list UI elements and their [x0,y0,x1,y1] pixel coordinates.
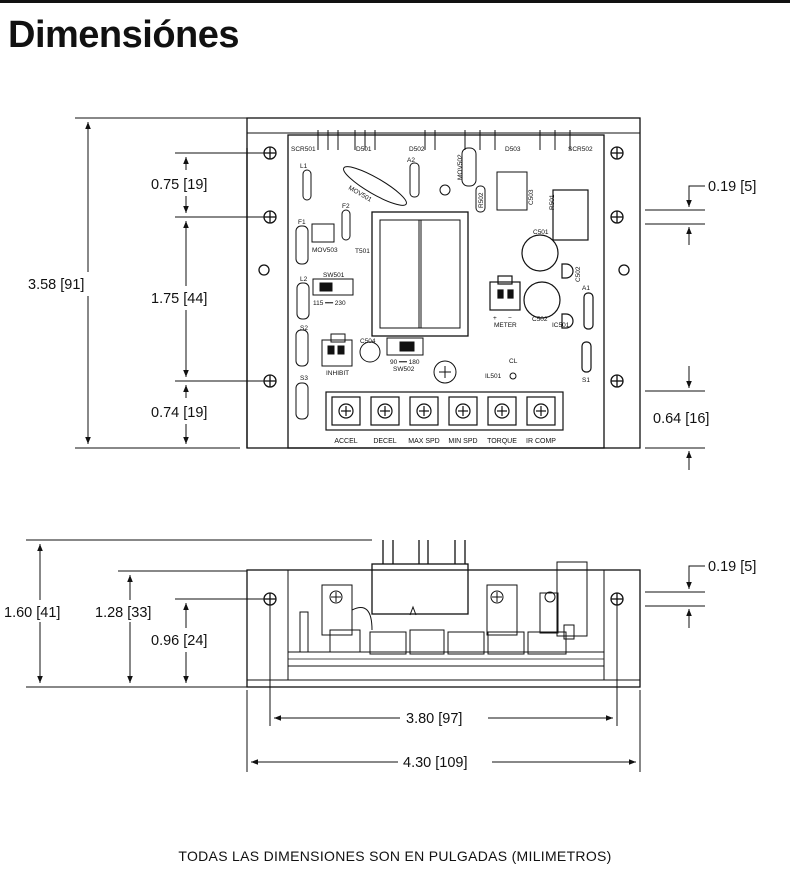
right-components [489,189,594,373]
side-view-dimension-labels: 1.60 [41] 1.28 [33] 0.96 [24] 0.19 [5] 3… [4,559,756,771]
potentiometer-3 [409,396,439,426]
label-meter-plus: + [493,315,497,322]
dim-overall-height: 3.58 [91] [28,277,84,293]
potentiometer-6 [526,396,556,426]
top-row-components [295,130,571,265]
label-c502: C502 [532,316,548,323]
label-inhibit: INHIBIT [326,370,349,377]
dim-bottom-hole-offset: 0.74 [19] [151,405,207,421]
label-c504: C504 [360,338,376,345]
label-cl: CL [509,358,518,365]
label-l1: L1 [300,163,308,170]
potentiometer-knob [416,403,432,419]
label-r501: R501 [549,194,556,210]
label-ic501: IC501 [552,322,570,329]
label-mov502: MOV502 [457,154,464,180]
label-a1: A1 [582,285,590,292]
label-s2: S2 [300,325,308,332]
potentiometer-label: IR COMP [526,438,556,445]
dim-bottom-right-offset: 0.64 [16] [653,411,709,427]
label-c502-side: C502 [575,266,582,282]
potentiometer-4 [448,396,478,426]
label-scr502: SCR502 [568,146,593,153]
potentiometer-knob [338,403,354,419]
label-d503: D503 [505,146,521,153]
dim-top-hole-offset: 0.75 [19] [151,177,207,193]
top-view-labels: SCR501 D501 D502 D503 SCR502 A2 MOV502 M… [291,146,593,445]
potentiometer-2 [370,396,400,426]
top-rule [0,0,790,3]
label-sw501: SW501 [323,272,345,279]
potentiometer-knob [533,403,549,419]
label-d502: D502 [409,146,425,153]
label-mov501: MOV501 [347,185,373,204]
label-l2: L2 [300,276,308,283]
label-a2: A2 [407,157,415,164]
label-sw502: SW502 [393,366,415,373]
label-f1: F1 [298,219,306,226]
label-f2: F2 [342,203,350,210]
potentiometer-knob [494,403,510,419]
top-view [246,117,641,449]
label-sw502-range: 90 ━━ 180 [390,359,420,366]
label-s3: S3 [300,375,308,382]
label-r502: R502 [478,192,485,208]
label-c501: C501 [533,229,549,236]
top-view-dimension-labels: 3.58 [91] 0.75 [19] 1.75 [44] 0.74 [19] … [28,177,756,427]
label-s1: S1 [582,377,590,384]
dim-hole-spacing: 1.75 [44] [151,291,207,307]
label-meter: METER [494,322,517,329]
dim-slot-width: 0.19 [5] [708,179,756,195]
mounting-holes [258,146,630,388]
label-meter-minus: − [508,315,512,322]
label-c503: C503 [528,189,535,205]
label-il501: IL501 [485,373,502,380]
potentiometer-knob [377,403,393,419]
units-note: TODAS LAS DIMENSIONES SON EN PULGADAS (M… [178,848,612,864]
page-title: Dimensiónes [8,14,240,56]
potentiometer-label: DECEL [373,438,396,445]
potentiometer-1 [331,396,361,426]
dim-side-mid-height: 1.28 [33] [95,605,151,621]
label-d501: D501 [356,146,372,153]
top-view-dimensions [75,117,705,470]
transformer-t501 [371,211,469,337]
circuit-board [287,134,605,449]
label-mov503: MOV503 [312,247,338,254]
side-chassis [246,569,641,688]
potentiometer-label: MAX SPD [408,438,440,445]
potentiometer-label: MIN SPD [448,438,477,445]
left-components [295,278,517,420]
label-t501: T501 [355,248,370,255]
side-view-dimensions [26,539,705,772]
dim-overall-width: 4.30 [109] [403,755,468,771]
dim-side-low-height: 0.96 [24] [151,633,207,649]
potentiometer-5 [487,396,517,426]
dim-side-overall-height: 1.60 [41] [4,605,60,621]
potentiometer-strip [325,391,564,431]
potentiometer-knob [455,403,471,419]
label-scr501: SCR501 [291,146,316,153]
potentiometer-label: TORQUE [487,438,517,445]
label-sw501-range: 115 ━━ 230 [313,300,346,307]
side-view [246,540,641,688]
dim-side-slot-width: 0.19 [5] [708,559,756,575]
dim-hole-span: 3.80 [97] [406,711,462,727]
potentiometer-label: ACCEL [334,438,357,445]
